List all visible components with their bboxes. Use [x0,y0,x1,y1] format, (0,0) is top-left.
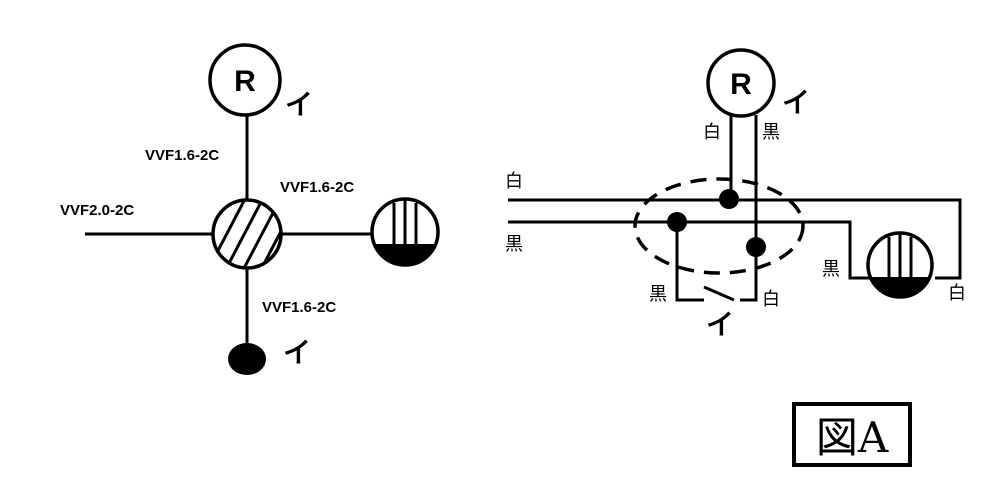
connection-dot-switch [746,237,766,257]
cable-label-switch: VVF1.6-2C [262,299,336,316]
label-light-white: 白 [948,283,966,304]
receptacle-r-label: R [234,65,256,98]
label-feed-black: 黒 [505,234,523,255]
wire-switch-black [675,222,704,302]
switch-symbol [228,343,266,375]
receptacle-symbol [208,43,282,117]
switch-contact [703,285,735,302]
label-switch-white: 白 [762,289,780,310]
label-light-black: 黒 [822,259,840,280]
wiring-diagram-detail: R イ 白 黒 白 黒 黒 白 イ 黒 白 [505,48,966,340]
label-receptacle-white: 白 [703,122,721,143]
single-line-diagram: R イ イ [60,43,440,375]
receptacle-mark-label-wiring: イ [782,87,810,118]
cable-label-feed: VVF2.0-2C [60,202,134,219]
switch-mark-label: イ [283,337,311,368]
light-fixture-symbol-wiring [866,231,934,299]
figure-label-text: 図A [815,413,889,462]
receptacle-symbol-wiring [706,48,776,118]
label-switch-black: 黒 [649,284,667,305]
connection-dot-white [719,189,739,209]
connection-dot-black [667,212,687,232]
light-fixture-symbol [370,197,440,267]
label-feed-white: 白 [505,171,523,192]
wire-switch-white [740,248,758,302]
junction-box-symbol [211,198,283,270]
cable-label-light: VVF1.6-2C [280,179,354,196]
receptacle-mark-label: イ [285,89,313,120]
label-receptacle-black: 黒 [762,122,780,143]
cable-label-receptacle: VVF1.6-2C [145,147,219,164]
figure-label: 図A [792,402,912,467]
switch-mark-label-wiring: イ [706,309,734,340]
junction-box-outline [633,177,805,275]
receptacle-r-label-wiring: R [730,68,752,101]
